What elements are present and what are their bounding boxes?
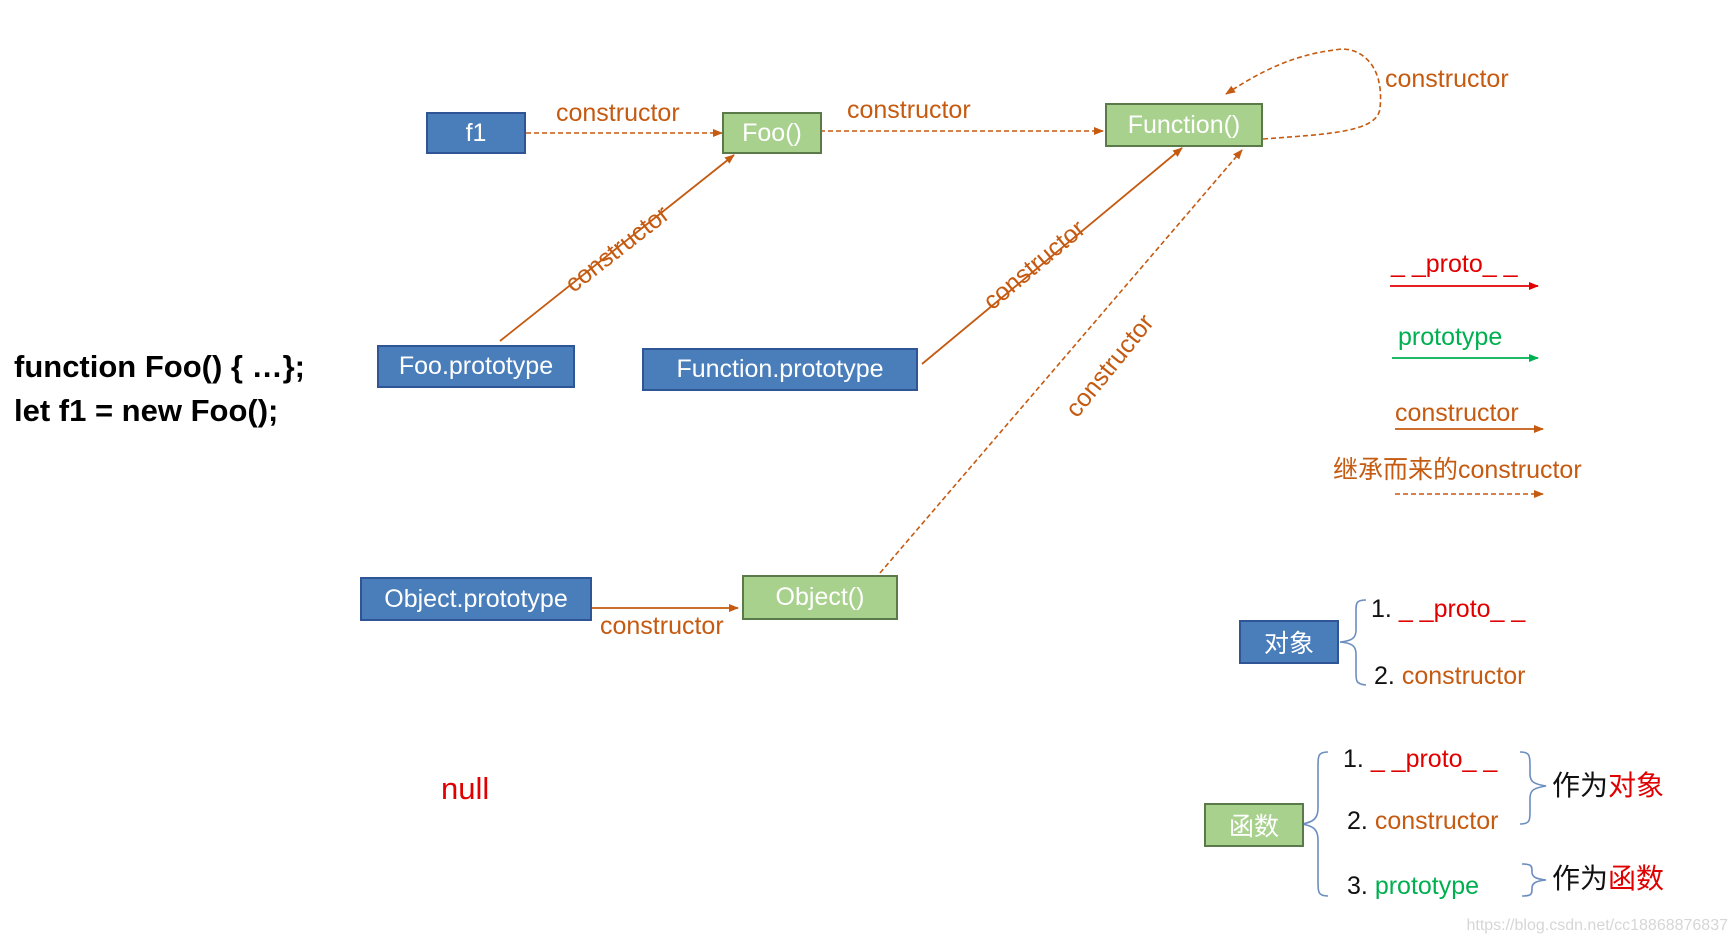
object-prop-1-num: 1. bbox=[1371, 595, 1392, 623]
label-objproto-to-object: constructor bbox=[600, 612, 724, 640]
code-snippet: function Foo() { …}; let f1 = new Foo(); bbox=[14, 345, 305, 433]
as-object-suffix: 对象 bbox=[1608, 770, 1665, 801]
function-brace bbox=[1301, 751, 1329, 897]
arrow-fooproto-to-foo bbox=[499, 154, 735, 342]
arrow-function-self bbox=[1225, 48, 1382, 140]
f1-box: f1 bbox=[426, 112, 526, 154]
code-line-1: function Foo() { …}; bbox=[14, 349, 305, 384]
object-constructor-box: Object() bbox=[742, 575, 898, 620]
as-function-suffix: 函数 bbox=[1608, 863, 1665, 894]
as-function-label: 作为函数 bbox=[1552, 865, 1664, 893]
object-prop-2: 2. constructor bbox=[1374, 664, 1525, 689]
function-prop-1-text: _ _proto_ _ bbox=[1370, 745, 1498, 773]
function-prop-3: 3. prototype bbox=[1347, 874, 1479, 899]
function-prop-3-num: 3. bbox=[1347, 872, 1368, 900]
arrow-funcproto-to-function bbox=[921, 147, 1183, 365]
object-prop-1-text: _ _proto_ _ bbox=[1398, 595, 1526, 623]
label-f1-to-foo: constructor bbox=[556, 99, 680, 127]
as-object-prefix: 作为 bbox=[1552, 770, 1609, 801]
code-line-2: let f1 = new Foo(); bbox=[14, 393, 279, 428]
object-category-box: 对象 bbox=[1239, 620, 1339, 664]
as-function-brace bbox=[1521, 863, 1547, 897]
label-function-self: constructor bbox=[1385, 65, 1509, 93]
legend-constructor-label: constructor bbox=[1395, 399, 1519, 427]
function-prop-2: 2. constructor bbox=[1347, 809, 1498, 834]
legend-proto-label: _ _proto_ _ bbox=[1391, 250, 1518, 278]
null-label: null bbox=[441, 771, 490, 806]
object-brace bbox=[1339, 599, 1367, 686]
function-category-box: 函数 bbox=[1204, 803, 1304, 847]
function-prop-2-num: 2. bbox=[1347, 807, 1368, 835]
function-constructor-box: Function() bbox=[1105, 103, 1263, 147]
label-foo-to-function: constructor bbox=[847, 96, 971, 124]
foo-constructor-box: Foo() bbox=[722, 112, 822, 154]
legend-inherited-label: 继承而来的constructor bbox=[1333, 456, 1582, 484]
function-prop-3-text: prototype bbox=[1374, 872, 1480, 900]
function-prop-1: 1. _ _proto_ _ bbox=[1343, 747, 1497, 772]
object-prototype-box: Object.prototype bbox=[360, 577, 592, 621]
as-object-brace bbox=[1519, 751, 1547, 825]
function-prop-2-text: constructor bbox=[1374, 807, 1499, 835]
function-prop-1-num: 1. bbox=[1343, 745, 1364, 773]
foo-prototype-box: Foo.prototype bbox=[377, 345, 575, 388]
object-prop-1: 1. _ _proto_ _ bbox=[1371, 597, 1525, 622]
legend-prototype-label: prototype bbox=[1398, 323, 1503, 351]
as-function-prefix: 作为 bbox=[1552, 863, 1609, 894]
object-prop-2-text: constructor bbox=[1401, 662, 1526, 690]
watermark: https://blog.csdn.net/cc18868876837 bbox=[1466, 917, 1728, 934]
function-prototype-box: Function.prototype bbox=[642, 348, 918, 391]
as-object-label: 作为对象 bbox=[1552, 772, 1664, 800]
arrow-object-to-function bbox=[879, 149, 1243, 574]
object-prop-2-num: 2. bbox=[1374, 662, 1395, 690]
